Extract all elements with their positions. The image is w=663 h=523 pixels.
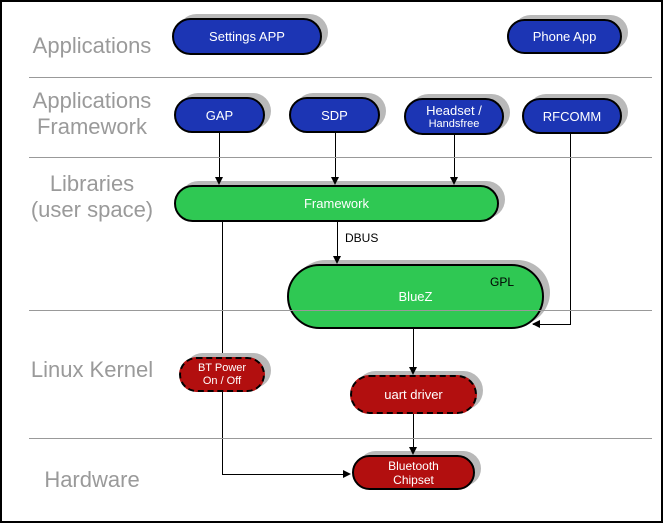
edge-framework-chipset-vertical [222,222,223,475]
node-label: GAP [205,107,234,123]
separator-libraries [29,310,652,311]
separator-applications [29,77,652,78]
node-label: SDP [321,107,348,123]
edge-gap-framework [219,133,220,185]
layer-label-text: (user space) [30,197,154,222]
edge-uart-chipset [413,414,414,455]
node-sdp: SDP [289,97,380,133]
arrowhead-gap-framework [215,177,223,185]
node-label: Bluetooth [388,458,439,473]
node-label: BT Power [197,361,247,374]
node-label: uart driver [384,387,443,402]
node-rfcomm: RFCOMM [522,98,622,134]
edge-framework-bluez [337,222,338,264]
node-label: Phone App [532,29,597,44]
layer-label-text: Applications [32,88,152,113]
layer-label-hardware: Hardware [7,467,177,493]
node-settings-app: Settings APP [172,18,322,55]
arrowhead-bluez-uart [409,367,417,375]
layer-label-libraries: Libraries (user space) [7,171,177,223]
node-label: On / Off [202,374,242,387]
node-uart-driver: uart driver [350,375,477,414]
edge-headset-framework [454,135,455,185]
edge-bluez-uart [413,329,414,375]
node-label: Framework [303,196,369,211]
arrowhead-rfcomm-bluez [532,320,540,328]
edge-rfcomm-bluez-vertical [570,134,571,325]
node-bluez: BlueZ GPL [287,264,544,329]
node-phone-app: Phone App [507,19,622,54]
node-label: Headset / [426,102,482,118]
layer-label-text: Hardware [44,467,140,492]
dbus-label: DBUS [345,231,379,245]
layer-label-applications-framework: Applications Framework [7,88,177,140]
edge-rfcomm-bluez-horizontal [533,324,571,325]
node-headset-handsfree: Headset / Handsfree [404,98,504,135]
arrowhead-headset-framework [450,177,458,185]
arrowhead-uart-chipset [409,447,417,455]
layer-label-text: Framework [36,114,147,139]
node-label: Handsfree [428,117,480,130]
gpl-license-label: GPL [489,275,514,289]
node-label: BlueZ [398,289,433,304]
node-label: Chipset [393,472,434,487]
separator-framework [29,157,652,158]
layer-label-applications: Applications [7,33,177,59]
layer-label-text: Linux Kernel [30,357,154,382]
arrowhead-sdp-framework [331,177,339,185]
node-label: Settings APP [209,29,285,44]
arrowhead-framework-chipset [343,470,351,478]
layer-label-text: Libraries [49,171,135,196]
node-bluetooth-chipset: Bluetooth Chipset [352,455,475,490]
separator-kernel [29,438,652,439]
edge-sdp-framework [335,133,336,185]
node-label: RFCOMM [542,108,602,124]
layer-label-linux-kernel: Linux Kernel [7,357,177,383]
arrowhead-framework-bluez [333,256,341,264]
edge-framework-chipset-horizontal [222,474,345,475]
layer-label-text: Applications [32,33,152,58]
node-framework: Framework [174,185,499,222]
node-bt-power: BT Power On / Off [179,357,265,392]
node-gap: GAP [174,97,265,133]
